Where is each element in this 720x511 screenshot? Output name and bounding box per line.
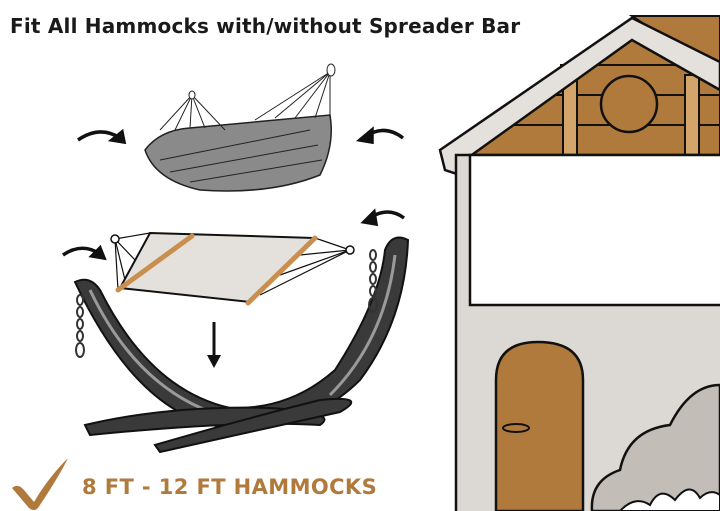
arrow-icon [355, 126, 405, 145]
house-round-window [599, 74, 659, 134]
hammock-with-spreader-bar [110, 231, 355, 306]
house-roof-trim [438, 16, 720, 177]
house [438, 15, 720, 511]
bush [590, 383, 720, 511]
chain-icon [368, 249, 378, 313]
arrow-down-icon [207, 322, 221, 368]
house-window [468, 153, 720, 307]
checkmark-icon [12, 458, 68, 510]
arrow-icon [360, 208, 406, 227]
hammock-without-spreader-bar [144, 63, 336, 192]
hammock-stand [73, 236, 410, 454]
size-caption: 8 FT - 12 FT HAMMOCKS [82, 475, 378, 499]
arrow-icon [62, 244, 107, 261]
spreader-bar [115, 233, 195, 293]
spreader-bar [245, 235, 318, 306]
house-door [494, 340, 585, 511]
door-handle [502, 423, 530, 433]
arrow-icon [77, 128, 127, 145]
house-beam [684, 74, 700, 156]
chain-icon [75, 294, 85, 358]
page-title: Fit All Hammocks with/without Spreader B… [10, 14, 521, 38]
